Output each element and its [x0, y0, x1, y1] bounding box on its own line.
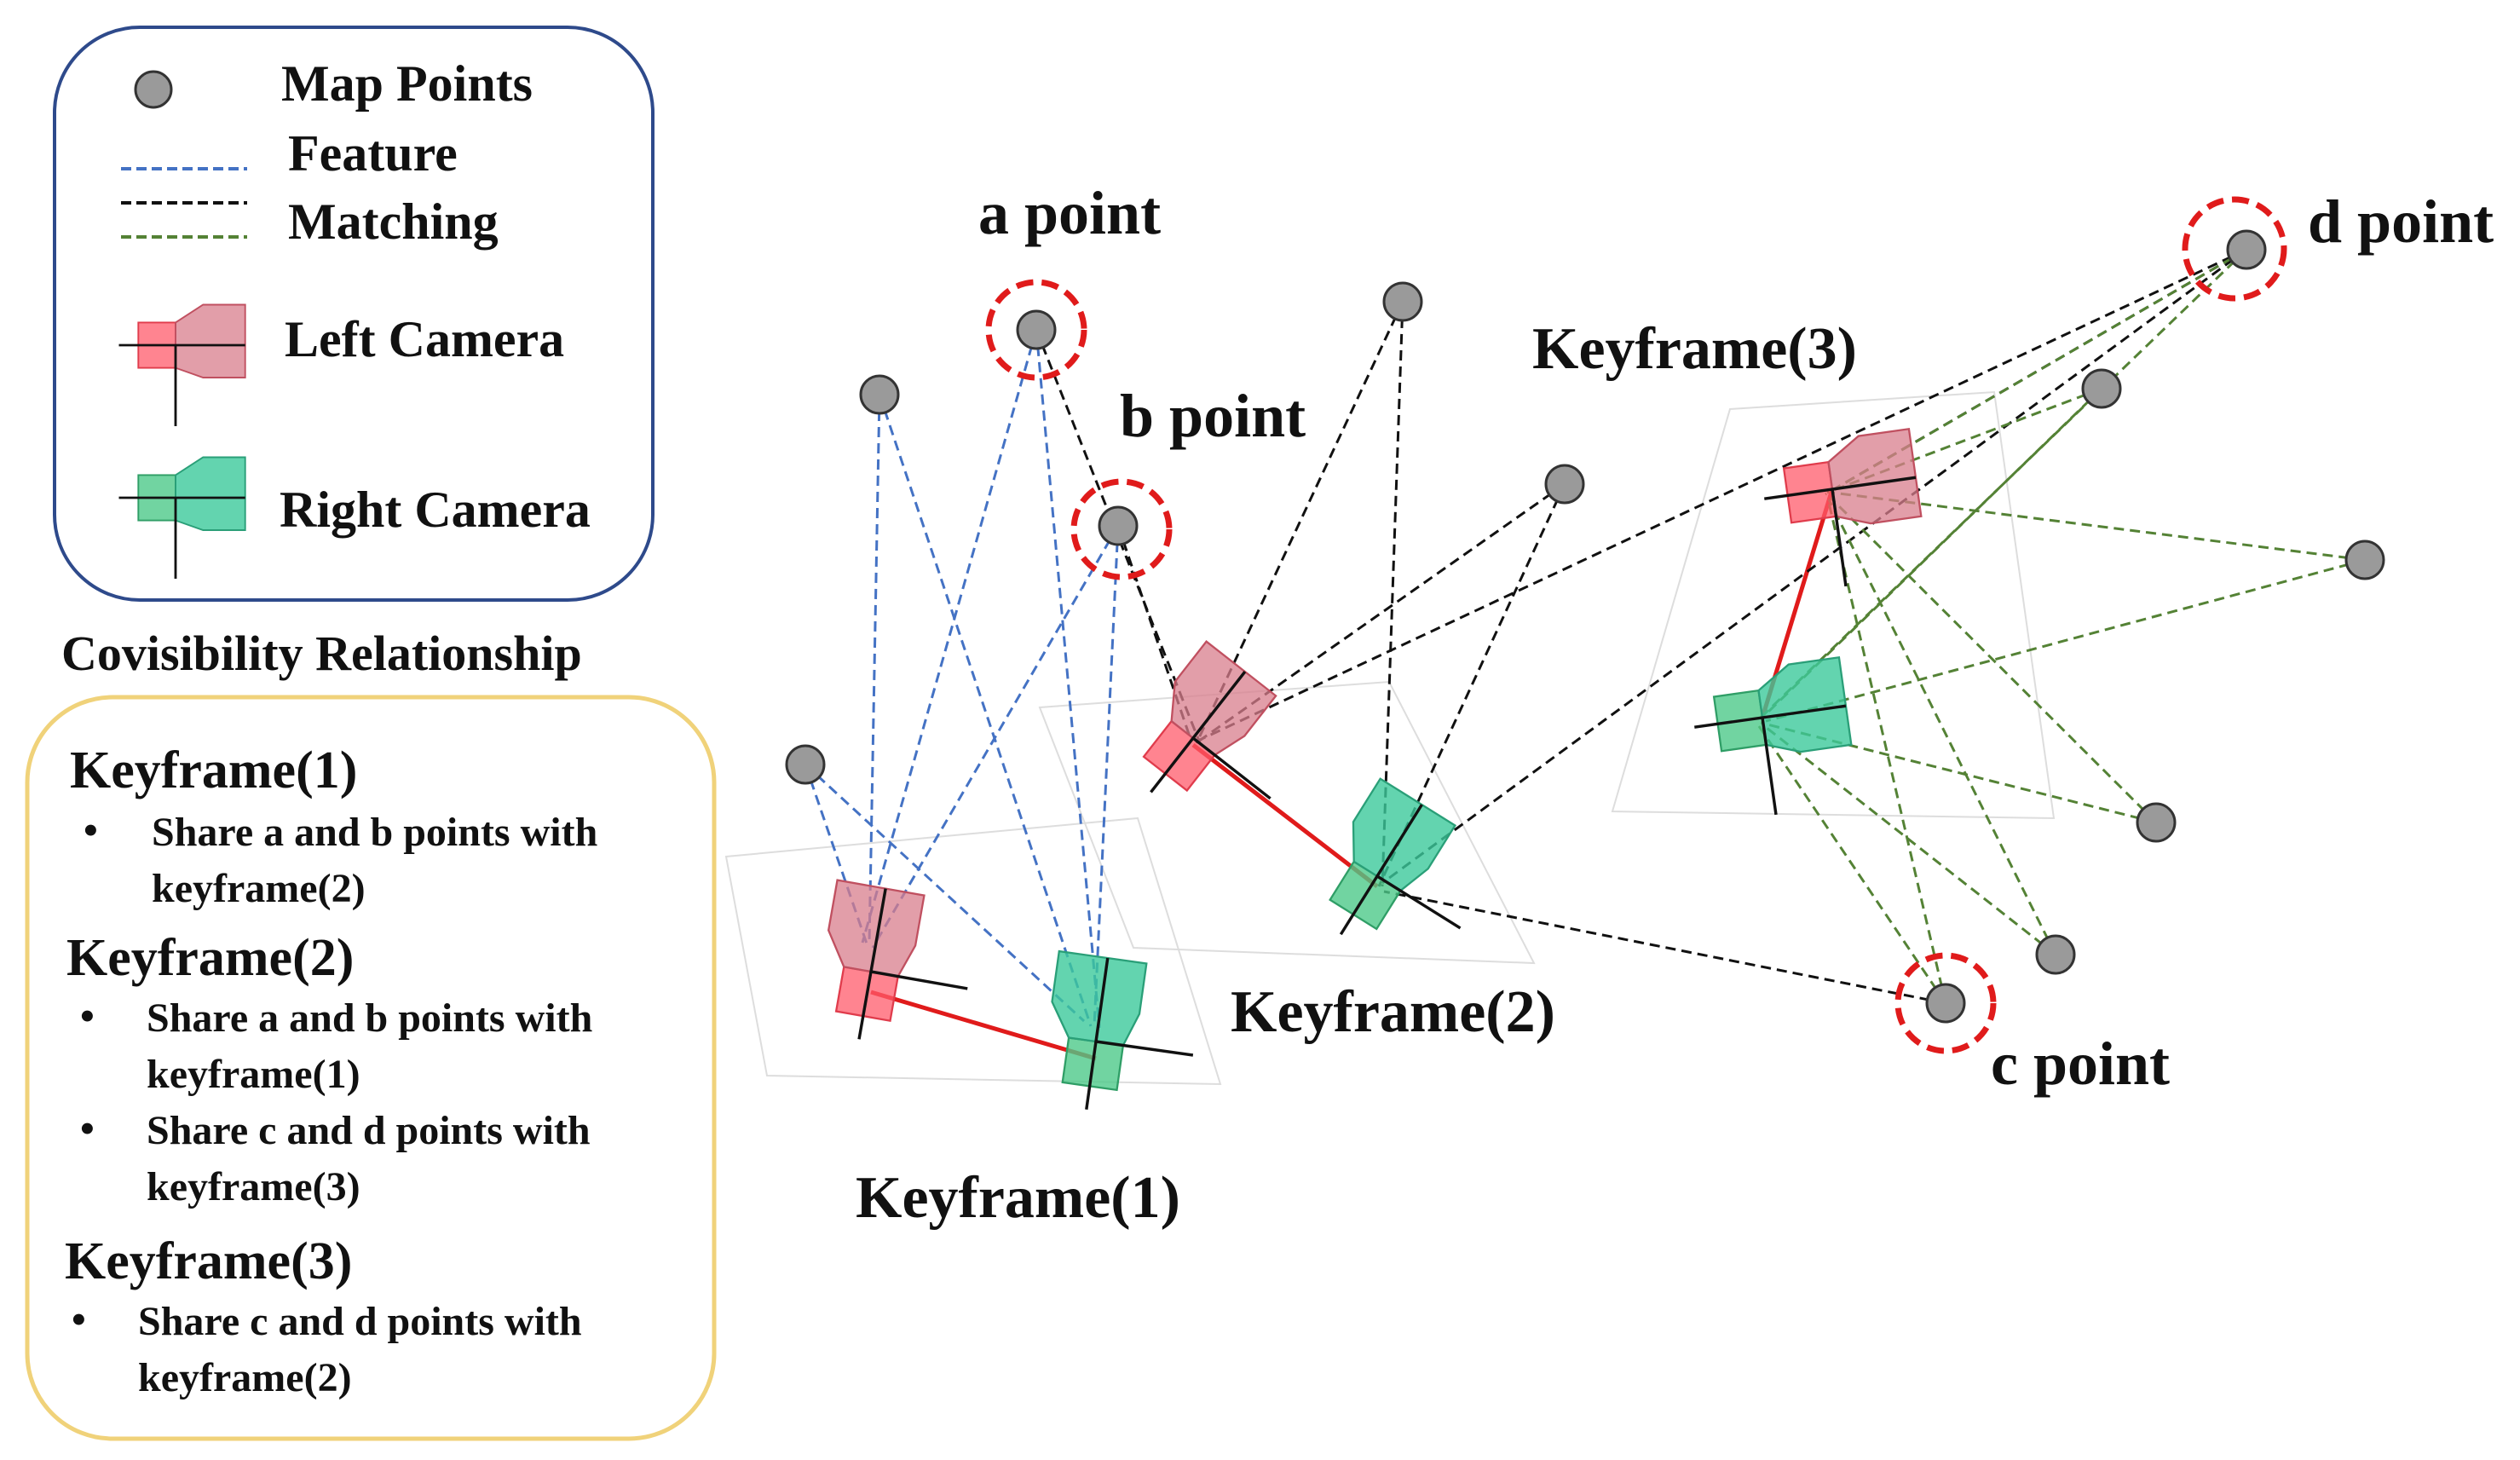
kf2-item2-line1: Share c and d points with	[147, 1108, 591, 1153]
feature-line	[868, 394, 881, 945]
covisibility-title: Covisibility Relationship	[61, 626, 582, 681]
map-point	[2136, 802, 2177, 843]
map-point	[1544, 464, 1585, 505]
legend-right-camera-label: Right Camera	[280, 482, 591, 538]
kf1-item-line2: keyframe(2)	[152, 866, 366, 911]
kf2-heading: Keyframe(2)	[66, 929, 354, 987]
map-point-legend-icon	[134, 70, 173, 109]
legend-matching-label: Matching	[288, 193, 499, 250]
a-point-label: a point	[978, 179, 1161, 247]
highlight-b	[1070, 478, 1173, 580]
d-point-label: d point	[2308, 188, 2494, 256]
map-point	[2344, 540, 2385, 580]
bullet: •	[84, 808, 98, 853]
map-point-c	[1925, 983, 1966, 1024]
map-point-b	[1098, 505, 1139, 546]
bullet: •	[80, 1106, 95, 1151]
map-point-d	[2226, 229, 2267, 270]
covisibility-panel: Covisibility Relationship Keyframe(1) • …	[25, 626, 717, 1441]
kf3-item-line2: keyframe(2)	[138, 1355, 352, 1400]
kf1-item-line1: Share a and b points with	[152, 810, 597, 855]
kf2-item2-line2: keyframe(3)	[147, 1164, 360, 1209]
kf2-item1-line2: keyframe(1)	[147, 1052, 360, 1097]
matching-line	[1383, 890, 1946, 1005]
matching-line	[1757, 725, 1947, 1004]
legend-feature-label: Feature	[288, 125, 458, 182]
feature-line	[878, 394, 1093, 1027]
scene: a point b point c point d point Keyframe…	[724, 179, 2494, 1231]
kf1-left-camera	[809, 878, 984, 1058]
kf1-frame-outline	[724, 817, 1222, 1086]
matching-lines-green	[1757, 248, 2366, 1004]
keyframe-2-label: Keyframe(2)	[1231, 979, 1555, 1045]
left-camera-legend-icon	[118, 303, 247, 428]
kf3-heading: Keyframe(3)	[65, 1232, 352, 1290]
matching-line	[1381, 248, 2247, 885]
matching-line	[1199, 248, 2247, 742]
kf1-baseline	[870, 990, 1097, 1061]
kf2-baseline	[1191, 743, 1379, 888]
legend-left-camera-label: Left Camera	[285, 311, 564, 367]
kf3-right-camera	[1686, 655, 1861, 826]
covisibility-box	[25, 695, 717, 1441]
map-points	[785, 229, 2385, 1024]
highlight-c	[1894, 952, 1997, 1054]
map-point	[2035, 934, 2076, 975]
matching-line	[1827, 499, 2057, 955]
feature-line	[1035, 329, 1101, 1029]
legend: Map Points Feature Matching Left Camera …	[53, 26, 655, 602]
kf2-frame-outline	[1038, 680, 1536, 965]
right-camera-legend-icon	[118, 456, 247, 580]
map-point	[1382, 281, 1423, 322]
bullet: •	[72, 1297, 86, 1342]
highlight-a	[985, 279, 1087, 381]
keyframe-1-label: Keyframe(1)	[856, 1165, 1180, 1231]
highlight-d	[2182, 196, 2287, 302]
bullet: •	[80, 994, 95, 1039]
highlight-circles	[985, 196, 2287, 1054]
matching-line	[1829, 496, 2158, 824]
feature-line	[1093, 525, 1120, 1027]
map-point-a	[1016, 309, 1057, 350]
feature-lines	[804, 329, 1120, 1029]
map-point	[2081, 368, 2122, 409]
keyframe-3-label: Keyframe(3)	[1532, 316, 1857, 382]
legend-map-points-label: Map Points	[281, 55, 533, 112]
matching-line	[1831, 491, 2366, 562]
c-point-label: c point	[1991, 1030, 2170, 1098]
matching-line	[1760, 721, 2157, 824]
map-point	[785, 744, 826, 785]
matching-line	[1765, 558, 2366, 723]
map-point	[859, 374, 900, 415]
kf3-item-line1: Share c and d points with	[138, 1299, 582, 1344]
kf2-item1-line1: Share a and b points with	[147, 995, 592, 1041]
b-point-label: b point	[1120, 382, 1306, 450]
matching-line	[1762, 723, 2056, 956]
kf3-frame-outline	[1611, 390, 2056, 820]
matching-line	[1116, 525, 1193, 742]
legend-box	[53, 26, 655, 602]
matching-line	[1377, 483, 1566, 887]
stereo-baselines	[870, 488, 1835, 1061]
feature-line	[871, 525, 1120, 949]
kf1-heading: Keyframe(1)	[70, 742, 357, 799]
matching-line	[1827, 502, 1947, 1004]
matching-line	[1035, 329, 1202, 744]
kf1-right-camera	[1036, 949, 1207, 1125]
feature-line	[804, 763, 1086, 1023]
feature-line	[861, 329, 1038, 944]
